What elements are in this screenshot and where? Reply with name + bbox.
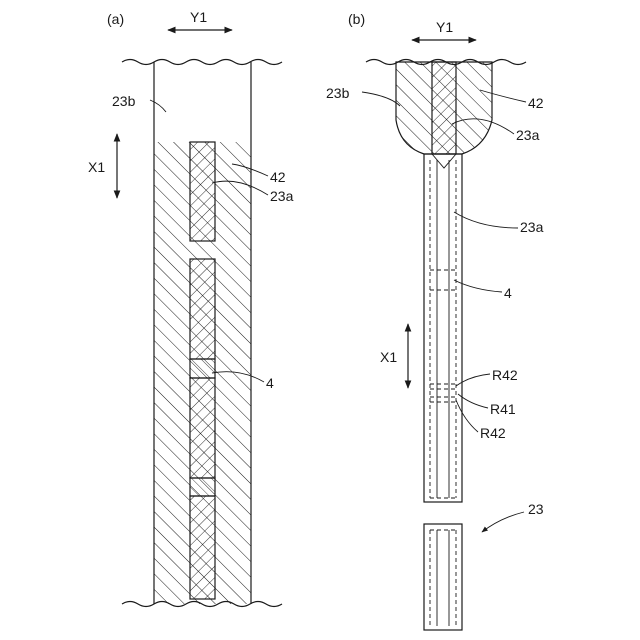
callout-r42-top: R42 bbox=[492, 367, 518, 383]
callout-23a-top-b: 23a bbox=[516, 127, 540, 143]
callout-4-b: 4 bbox=[504, 285, 512, 301]
callout-r41: R41 bbox=[490, 401, 516, 417]
x1-label-a: X1 bbox=[88, 159, 105, 175]
panel-a: (a) Y1 X1 23b 42 23a bbox=[88, 9, 294, 607]
y1-label-a: Y1 bbox=[190, 9, 207, 25]
callout-23a-mid-b: 23a bbox=[520, 219, 544, 235]
panel-b-label: (b) bbox=[348, 11, 365, 27]
x1-label-b: X1 bbox=[380, 349, 397, 365]
callout-23b-a: 23b bbox=[112, 93, 136, 109]
panel-b: (b) Y1 X1 bbox=[326, 11, 544, 630]
callout-23-b: 23 bbox=[528, 501, 544, 517]
y1-label-b: Y1 bbox=[436, 19, 453, 35]
break-line-top-a bbox=[122, 60, 282, 65]
callout-42-a: 42 bbox=[270, 169, 286, 185]
callout-4-a: 4 bbox=[266, 375, 274, 391]
panel-a-label: (a) bbox=[107, 11, 124, 27]
callout-r42-bottom: R42 bbox=[480, 425, 506, 441]
callout-23b-b: 23b bbox=[326, 85, 350, 101]
callout-42-b: 42 bbox=[528, 95, 544, 111]
callout-23a-a: 23a bbox=[270, 188, 294, 204]
